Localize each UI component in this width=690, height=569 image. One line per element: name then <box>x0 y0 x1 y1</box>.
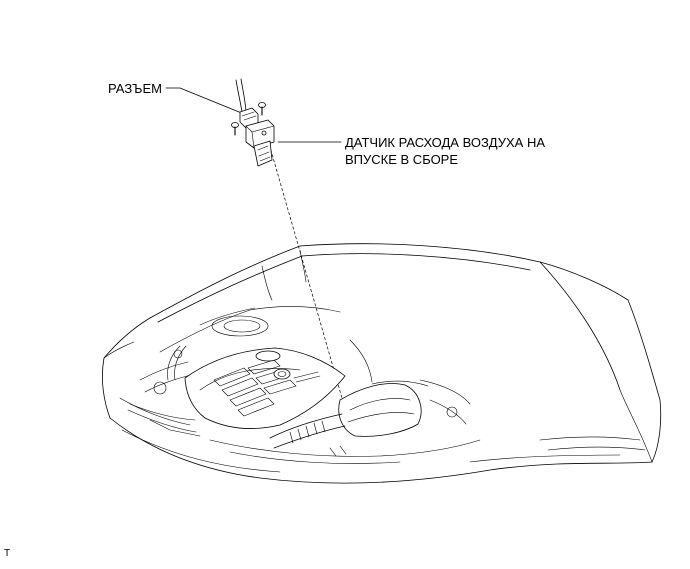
engine-cover-ribs <box>213 359 297 417</box>
sensor-label-line2: ВПУСКЕ В СБОРЕ <box>345 152 459 167</box>
screw-upper <box>258 102 266 116</box>
sensor-label-line1: ДАТЧИК РАСХОДА ВОЗДУХА НА <box>345 135 546 150</box>
oil-filler-cap <box>255 350 281 362</box>
connector-label: РАЗЪЕМ <box>108 81 162 96</box>
engine-bay <box>129 306 481 464</box>
mass-air-flow-sensor <box>245 119 275 167</box>
vehicle-body <box>102 243 662 484</box>
installation-dashed-line <box>267 139 347 413</box>
connector-leader-line <box>165 87 245 115</box>
screw-lower <box>231 122 239 136</box>
air-cleaner-assembly <box>338 383 422 437</box>
intake-hose <box>269 413 346 449</box>
connector-part <box>235 78 259 129</box>
figure-code: T <box>4 548 11 559</box>
brand-emblem <box>273 368 291 380</box>
